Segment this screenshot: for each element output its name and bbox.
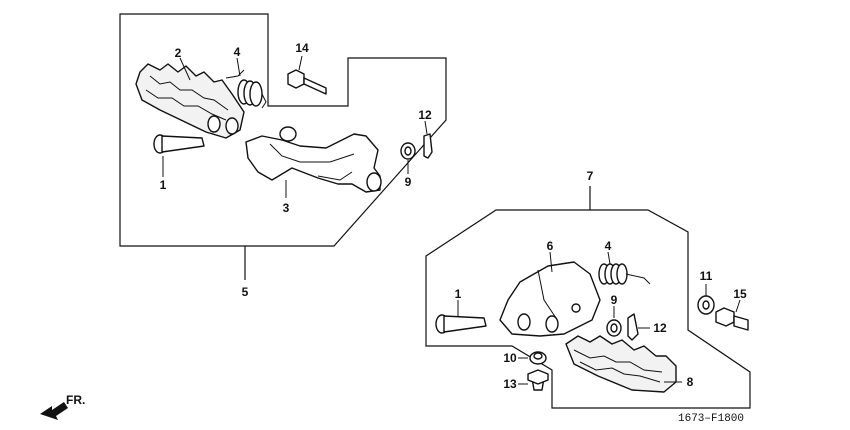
bracket-part [245,126,382,193]
callout-11: 11 [700,269,713,283]
bolt-part-2 [435,314,487,334]
bracket-part-2 [499,261,601,337]
callout-12: 12 [418,108,432,122]
bolt-part-13 [527,369,549,391]
callout-4: 4 [234,45,241,59]
callout-9: 9 [405,175,412,189]
nut-part-10 [529,351,547,365]
footpeg-part-2 [565,335,677,393]
callout-10: 10 [503,351,517,365]
spring-part-2 [598,263,651,285]
callout-6: 6 [547,239,554,253]
washer-part [400,142,416,160]
callout-4b: 4 [605,239,612,253]
bolt-part [153,134,205,154]
callout-3: 3 [283,201,290,215]
callout-8: 8 [687,375,694,389]
callout-12b: 12 [653,321,667,335]
flange-bolt-part [287,69,327,95]
assembly-2-boundary [425,209,751,409]
callout-7: 7 [587,169,594,183]
washer-part-11 [697,295,715,315]
callout-14: 14 [295,41,309,55]
cotter-pin-part-2 [627,313,639,341]
callout-15: 15 [733,287,747,301]
callout-1: 1 [160,178,167,192]
callout-9b: 9 [611,293,618,307]
callout-13: 13 [503,377,517,391]
callout-2: 2 [175,46,182,60]
cotter-pin-part [423,133,433,159]
arrow-front-icon [40,402,68,420]
footpeg-part [135,63,245,139]
assembly-1-boundary [119,13,447,247]
callout-5: 5 [242,285,249,299]
orientation-label: FR. [66,393,85,407]
callout-1b: 1 [455,287,462,301]
spring-part [225,69,267,109]
diagram-code: 1673–F1800 [678,413,744,425]
washer-part-2 [606,319,622,337]
flange-bolt-part-15 [715,307,749,331]
